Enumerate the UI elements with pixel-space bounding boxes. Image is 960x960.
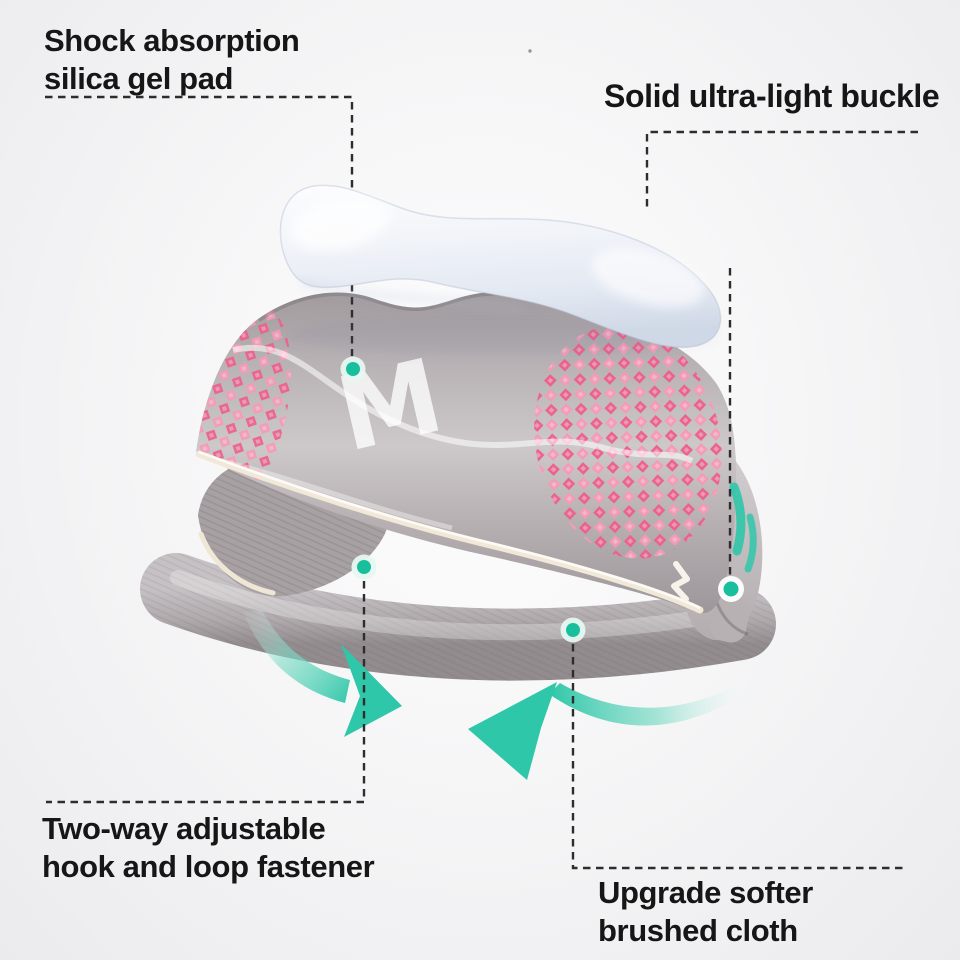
- silicone-pad: [279, 184, 722, 355]
- dust-speck: [528, 49, 532, 53]
- piping-cream-edge: [195, 450, 704, 614]
- callout-dot-cloth: [560, 617, 586, 643]
- callout-label-cloth: Upgrade softer brushed cloth: [598, 875, 813, 948]
- callout-label-fastener: Two-way adjustable hook and loop fastene…: [42, 811, 375, 884]
- callout-dot-fastener: [351, 554, 377, 580]
- pink-knit-pattern-right: [534, 325, 722, 559]
- leader-line-cloth: [571, 644, 904, 870]
- leader-line-fastener: [46, 581, 366, 804]
- callout-dots: [340, 356, 744, 643]
- buckle-highlight-marks: [729, 482, 757, 573]
- headband-front-band: M: [195, 291, 757, 614]
- callout-label-silica-pad: Shock absorption silica gel pad: [44, 23, 300, 96]
- silicone-channel-line: [232, 344, 694, 464]
- callout-dot-silica-pad: [340, 356, 366, 382]
- leader-line-buckle-upper: [645, 130, 918, 212]
- rotation-arrow-left: [243, 610, 402, 737]
- headband-back-strap: [140, 553, 776, 681]
- elastic-tab: [671, 561, 690, 602]
- callout-dot-buckle: [718, 576, 744, 602]
- callout-label-buckle: Solid ultra-light buckle: [604, 78, 940, 114]
- rotation-arrow-right: [468, 676, 753, 780]
- buckle-strap-loop: [710, 595, 750, 643]
